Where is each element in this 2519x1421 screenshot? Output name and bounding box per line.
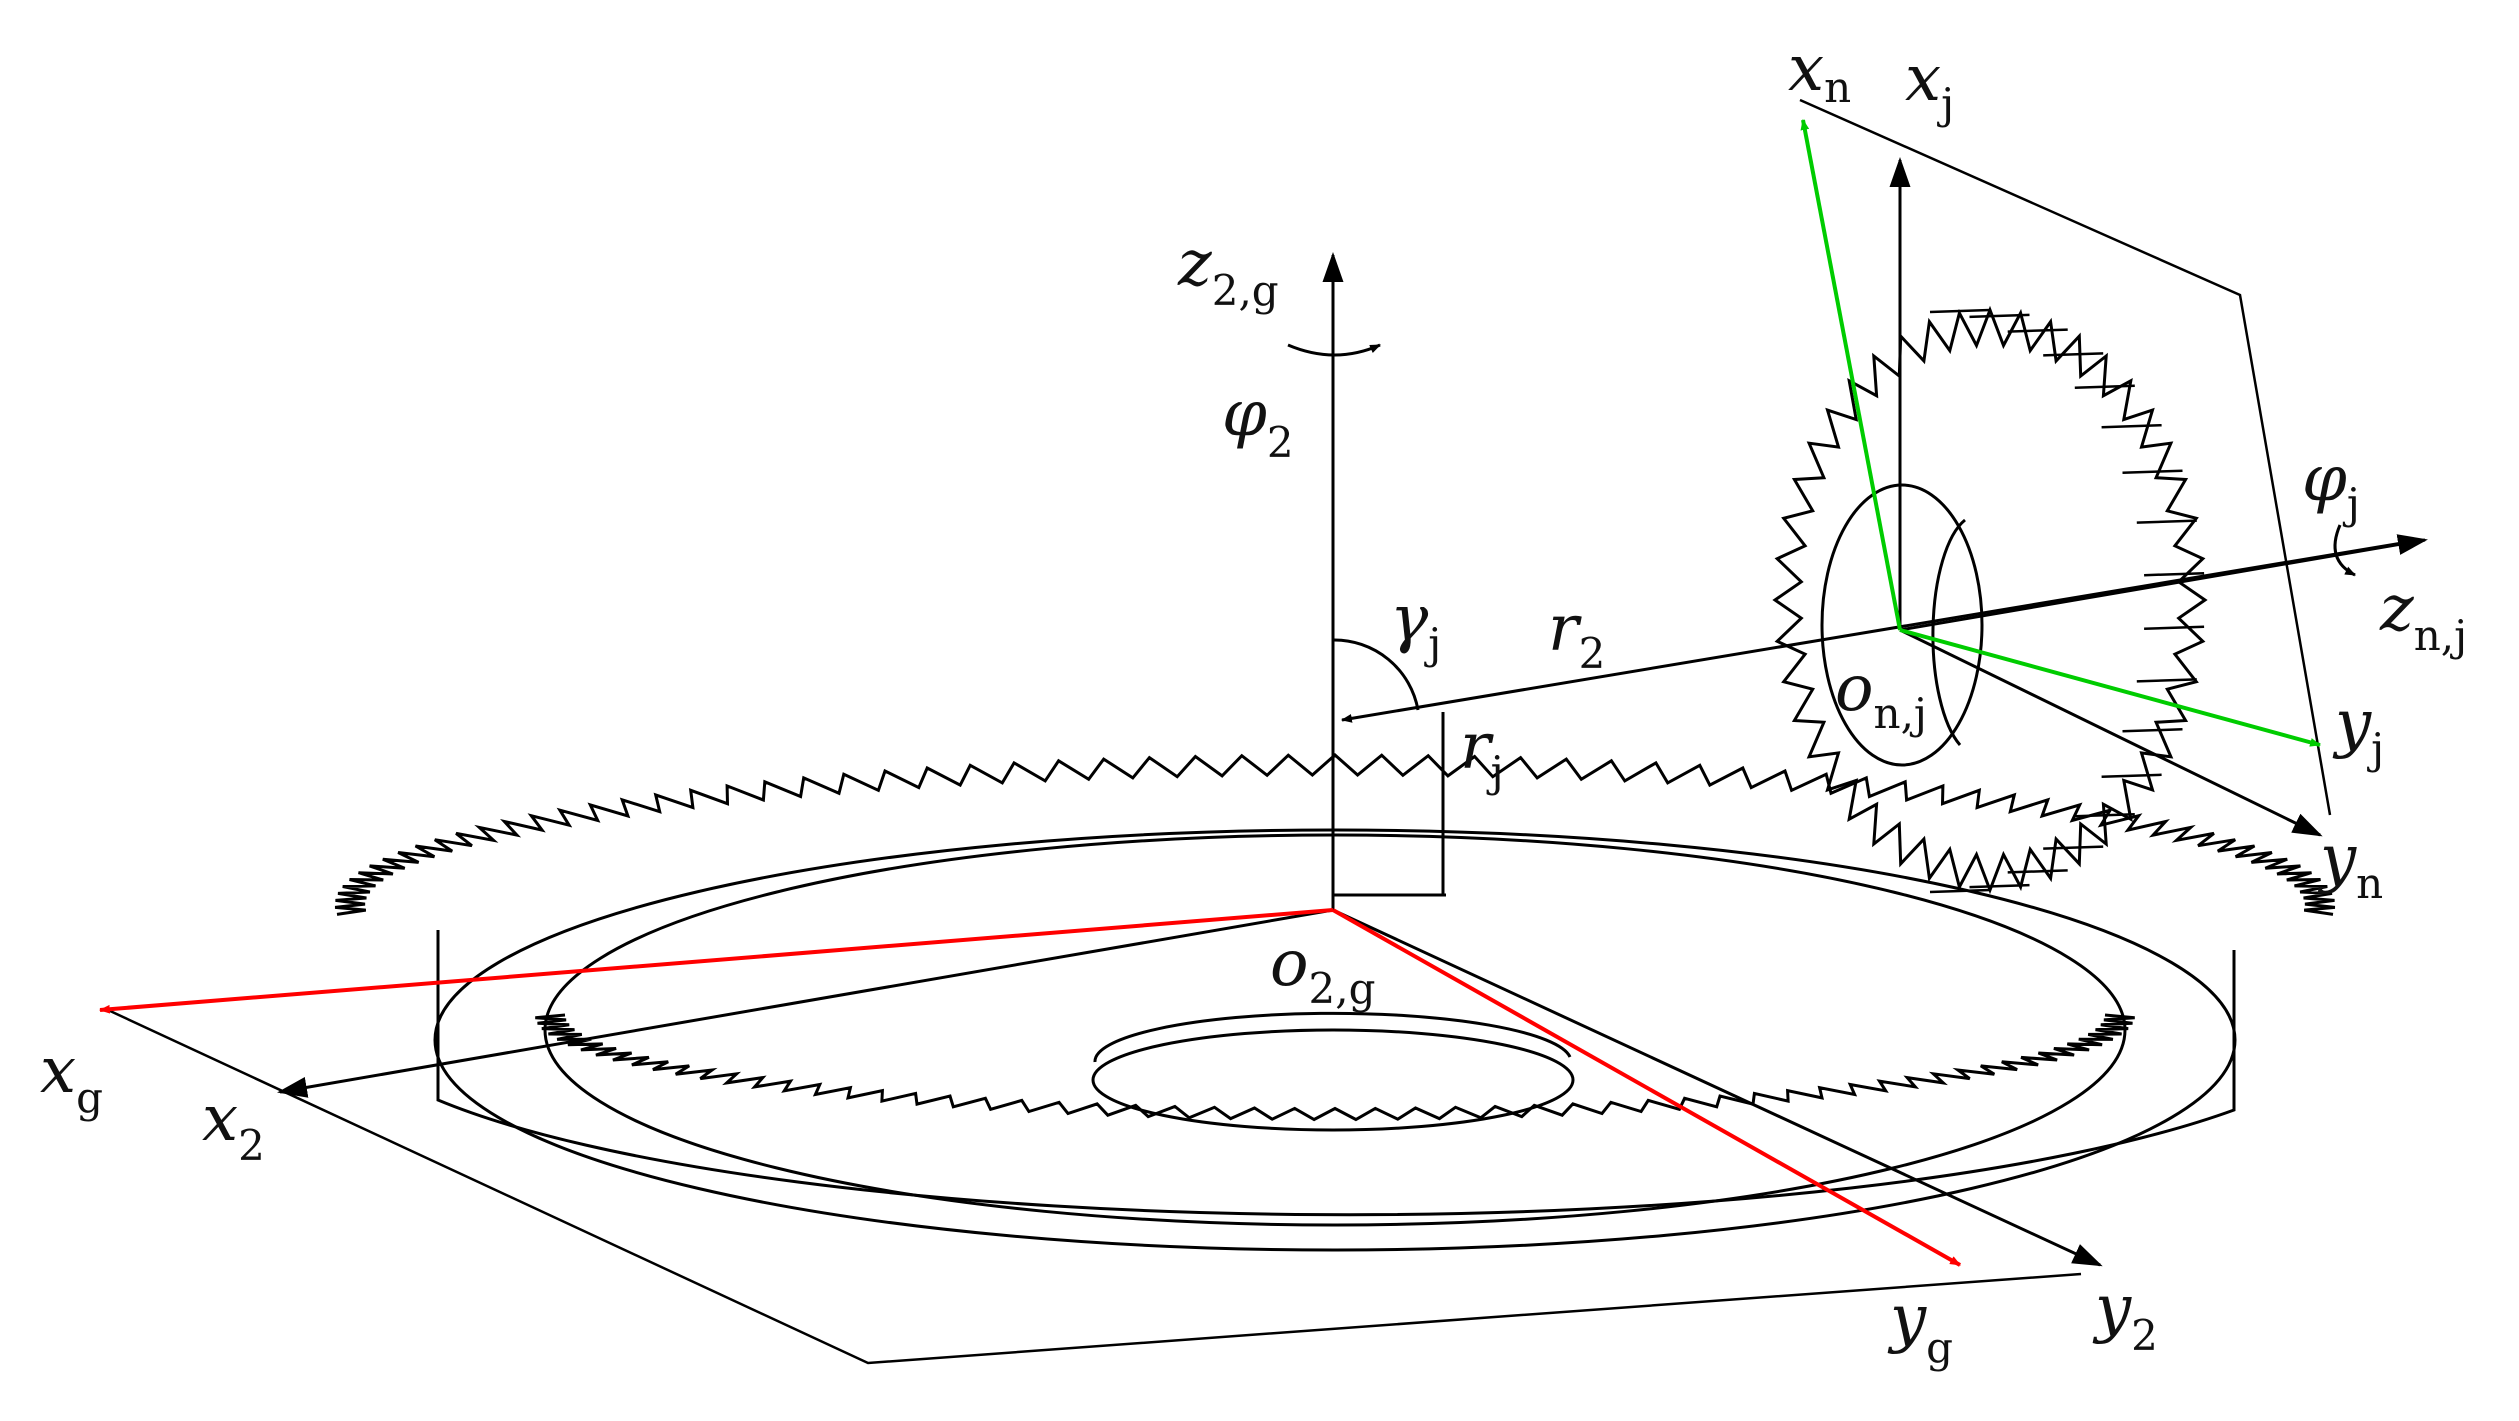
label-xg: xg [40, 1034, 103, 1122]
pinion-tooth-face [2074, 384, 2135, 389]
label-gamma-sub: j [1423, 619, 1441, 668]
pinion-gear [1772, 305, 2208, 895]
pinion-tooth-face [1969, 883, 2030, 889]
label-o2g-main: o [1270, 927, 1309, 1001]
label-onj-main: o [1835, 652, 1874, 726]
pinion-tooth-face [1929, 308, 1991, 314]
ring-teeth-back [334, 752, 2336, 916]
label-xj-sub: j [1936, 79, 1954, 128]
pinion-plane [1799, 98, 2332, 816]
label-phi2: φ2 [1222, 377, 1294, 467]
ring-gear [334, 752, 2336, 1252]
pinion-tooth-face [2122, 728, 2183, 733]
label-yn: yn [2317, 822, 2383, 908]
label-y2-main: y [2092, 1272, 2132, 1346]
label-r2-sub: 2 [1579, 629, 1606, 678]
label-z2g-sub: 2,g [1212, 266, 1279, 315]
label-onj: on,j [1835, 652, 1927, 738]
label-y2: y2 [2092, 1272, 2158, 1360]
label-gamma: γj [1390, 582, 1441, 668]
ground-plane [107, 1008, 2082, 1365]
label-xj: xj [1905, 42, 1954, 128]
label-yj-sub: j [2366, 724, 2384, 773]
label-xn-main: x [1788, 32, 1824, 106]
r2-line [1340, 538, 2421, 723]
label-phij-sub: j [2342, 479, 2360, 528]
yj-axis[interactable] [1899, 628, 2322, 747]
label-yn-sub: n [2356, 859, 2383, 908]
ring-gear-bore-outer [1091, 1028, 1575, 1132]
pinion-tooth-face [2074, 813, 2135, 818]
label-o2g: o2,g [1270, 927, 1376, 1013]
label-yj: yj [2332, 687, 2384, 773]
label-yg: yg [1887, 1282, 1953, 1372]
pinion-tooth-face [2101, 773, 2162, 779]
label-rj-sub: j [1486, 747, 1504, 796]
pinion-tooth-face [2144, 625, 2205, 631]
label-rj-main: r [1460, 710, 1494, 784]
y2-axis [1332, 908, 2103, 1267]
label-onj-sub: n,j [1874, 689, 1927, 738]
pinion-tooth-face [2043, 845, 2104, 850]
pinion-tooth-face [2144, 571, 2205, 577]
label-x2-sub: 2 [238, 1121, 265, 1170]
label-x2-main: x [202, 1082, 238, 1156]
ring-gear-teeth [334, 752, 2336, 1122]
xg-axis[interactable] [98, 908, 1334, 1014]
yg-axis[interactable] [1332, 908, 1961, 1267]
pinion-tooth-face [2101, 423, 2162, 429]
label-rj: rj [1460, 710, 1504, 796]
ring-gear-bore-inner [1093, 1011, 1572, 1063]
label-gamma-main: γ [1390, 582, 1429, 656]
label-xn-sub: n [1824, 63, 1851, 112]
label-znj-sub: n,j [2414, 611, 2467, 660]
label-z2g: z2,g [1177, 227, 1279, 315]
pinion-tooth-face [2122, 469, 2183, 474]
pinion-tooth-face [2136, 519, 2197, 524]
label-yn-main: y [2317, 822, 2357, 896]
pinion-tooth-face [2007, 328, 2068, 333]
pinion-tooth-face [2007, 869, 2068, 874]
label-yg-sub: g [1926, 1323, 1953, 1372]
pinion-tooth-face [2136, 678, 2197, 683]
label-znj: zn,j [2379, 572, 2467, 660]
phi2-rotation-arrow [1287, 343, 1382, 357]
pinion-tooth-face [2043, 352, 2104, 357]
label-r2: r2 [1548, 592, 1605, 678]
pinion-tooth-face [1929, 888, 1991, 894]
label-x2: x2 [202, 1082, 265, 1170]
label-xn: xn [1788, 32, 1851, 112]
x2-axis [277, 908, 1334, 1098]
label-xg-sub: g [76, 1073, 103, 1122]
label-phij: φj [2302, 442, 2360, 528]
pinion-gear-teeth [1772, 305, 2208, 895]
yn-axis [1899, 628, 2323, 837]
label-o2g-sub: 2,g [1309, 964, 1376, 1013]
gamma-arc [1332, 638, 1420, 711]
pinion-bore [1820, 483, 1984, 767]
label-xj-main: x [1905, 42, 1941, 116]
label-z2g-main: z [1177, 227, 1213, 301]
label-r2-main: r [1548, 592, 1582, 666]
label-y2-sub: 2 [2131, 1311, 2158, 1360]
label-phi2-main: φ [1222, 377, 1267, 451]
ring-gear-top-face [433, 828, 2237, 1252]
label-yj-main: y [2332, 687, 2372, 761]
label-xg-main: x [40, 1034, 76, 1108]
ring-gear-bottom-edge [436, 930, 2236, 1217]
label-znj-main: z [2379, 572, 2415, 646]
pinion-bore-inner [1931, 518, 1966, 746]
ring-teeth-front [535, 1013, 2135, 1122]
pinion-tooth-face [1969, 313, 2030, 319]
label-phi2-sub: 2 [1267, 418, 1294, 467]
phij-rotation-arrow [2333, 524, 2356, 577]
xn-axis[interactable] [1800, 118, 1902, 631]
pinion-tooth-outline [1772, 305, 2208, 895]
label-yg-main: y [1887, 1282, 1927, 1356]
label-phij-main: φ [2302, 442, 2347, 516]
